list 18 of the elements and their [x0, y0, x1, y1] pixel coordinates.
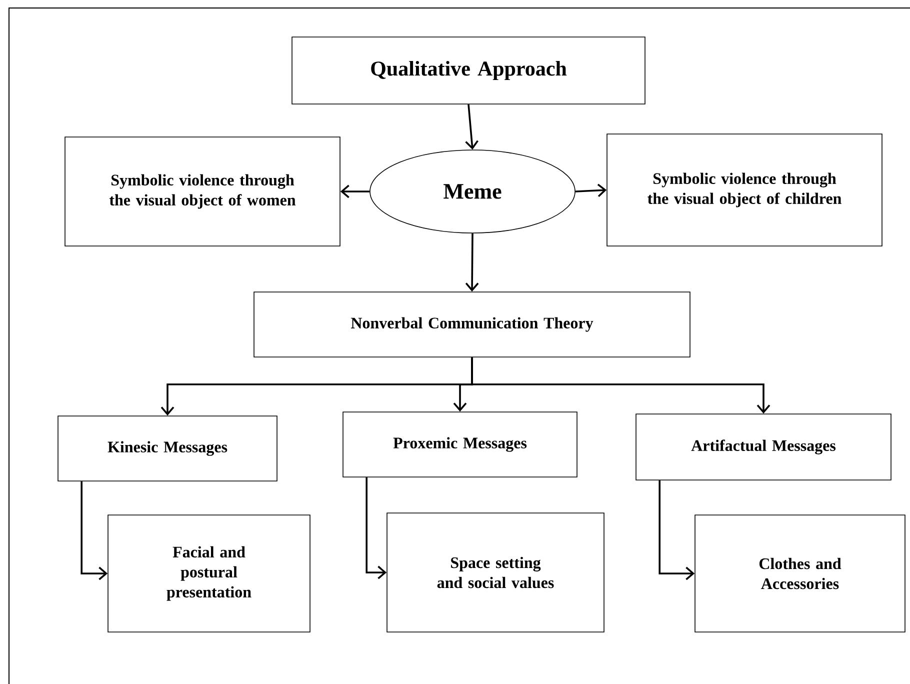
- process-box: Proxemic Messages: [342, 412, 578, 478]
- arrow: [366, 477, 387, 580]
- process-box: Artifactual Messages: [636, 414, 892, 480]
- process-box: Clothes and Accessories: [694, 514, 906, 632]
- arrow: [658, 480, 695, 580]
- arrow: [340, 184, 370, 198]
- process-box: Facial and postural presentation: [108, 514, 310, 632]
- arrow: [80, 481, 108, 580]
- process-box: Nonverbal Communication Theory: [254, 292, 690, 358]
- process-box: Space setting and social values: [386, 512, 604, 632]
- arrow: [465, 233, 479, 292]
- process-box: Symbolic violence through the visual object of children: [606, 134, 882, 246]
- process-box: Symbolic violence through the visual object of women: [64, 136, 340, 246]
- arrow: [575, 184, 607, 198]
- process-box: Kinesic Messages: [58, 416, 278, 482]
- arrow: [465, 104, 478, 150]
- arrow: [471, 357, 770, 414]
- title-box: Qualitative Approach: [292, 36, 646, 104]
